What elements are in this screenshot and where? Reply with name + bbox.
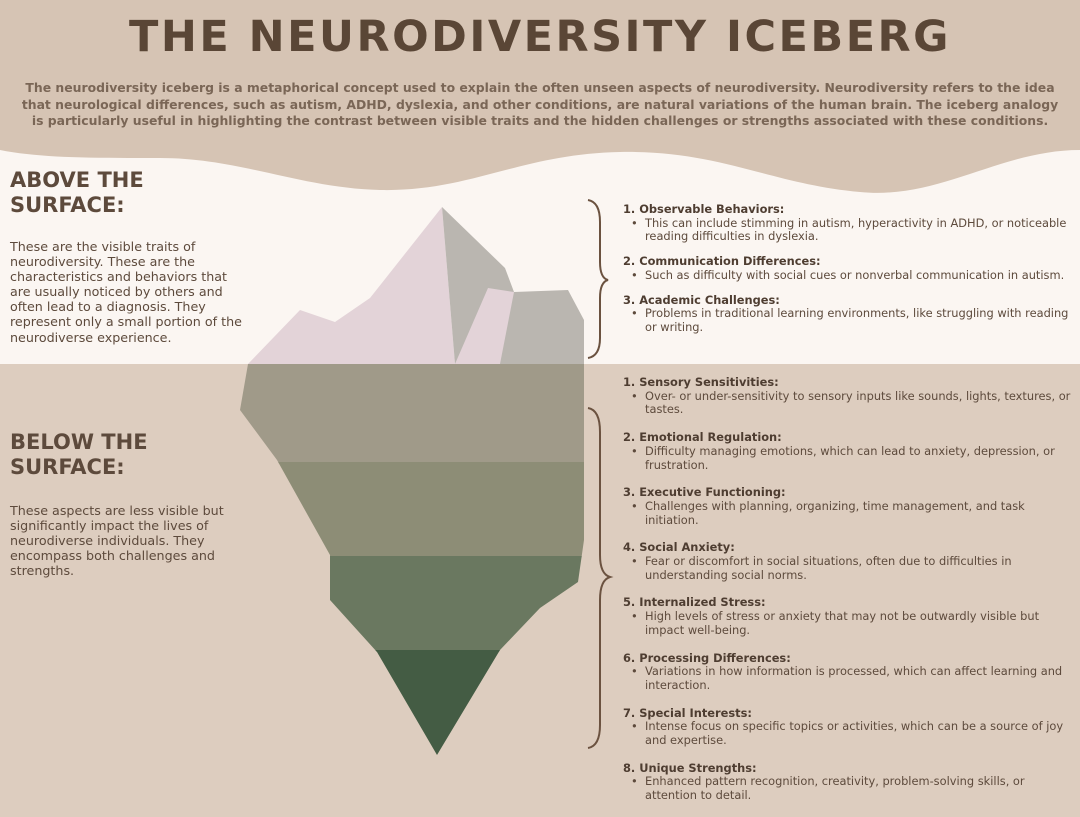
item-description: Intense focus on specific topics or acti… [623, 719, 1078, 747]
list-item: 4. Social Anxiety: Fear or discomfort in… [623, 541, 1078, 582]
list-item: 2. Emotional Regulation: Difficulty mana… [623, 430, 1078, 472]
below-list-brace [587, 407, 614, 749]
below-heading: BELOW THE SURFACE: [10, 430, 148, 479]
item-title: 6. Processing Differences: [623, 650, 791, 665]
item-title: 3. Academic Challenges: [623, 292, 780, 307]
item-title: 1. Sensory Sensitivities: [623, 375, 779, 389]
header-wave [0, 0, 1080, 193]
item-description: High levels of stress or anxiety that ma… [623, 609, 1078, 637]
item-description: Problems in traditional learning environ… [623, 306, 1078, 334]
iceberg-band-1 [240, 364, 584, 464]
list-item: 3. Executive Functioning: Challenges wit… [623, 486, 1078, 527]
item-description: Over- or under-sensitivity to sensory in… [623, 389, 1078, 417]
list-item: 1. Observable Behaviors: This can includ… [623, 202, 1078, 244]
item-title: 5. Internalized Stress: [623, 595, 766, 610]
item-description: Difficulty managing emotions, which can … [623, 444, 1078, 472]
below-list: 1. Sensory Sensitivities: Over- or under… [623, 375, 1078, 817]
item-title: 2. Emotional Regulation: [623, 430, 782, 445]
item-description: This can include stimming in autism, hyp… [623, 216, 1078, 244]
above-heading: ABOVE THE SURFACE: [10, 168, 144, 217]
item-title: 8. Unique Strengths: [623, 760, 757, 775]
item-description: Such as difficulty with social cues or n… [623, 268, 1078, 283]
list-item: 3. Academic Challenges: Problems in trad… [623, 292, 1078, 335]
above-heading-line2: SURFACE: [10, 192, 125, 217]
item-title: 1. Observable Behaviors: [623, 202, 785, 216]
list-item: 7. Special Interests: Intense focus on s… [623, 705, 1078, 748]
above-heading-line1: ABOVE THE [10, 168, 144, 192]
item-title: 3. Executive Functioning: [623, 485, 786, 500]
list-item: 5. Internalized Stress: High levels of s… [623, 596, 1078, 637]
page-title: THE NEURODIVERSITY ICEBERG [129, 12, 951, 62]
item-description: Challenges with planning, organizing, ti… [623, 499, 1078, 527]
list-item: 6. Processing Differences: Variations in… [623, 650, 1078, 693]
item-title: 7. Special Interests: [623, 705, 752, 720]
above-list: 1. Observable Behaviors: This can includ… [623, 202, 1078, 346]
item-description: Fear or discomfort in social situations,… [623, 554, 1078, 582]
above-list-brace [587, 199, 609, 359]
list-item: 1. Sensory Sensitivities: Over- or under… [623, 375, 1078, 417]
iceberg-tip-shadow [442, 207, 514, 364]
below-description: These aspects are less visible but signi… [10, 503, 224, 579]
iceberg-right-peak-light [455, 288, 514, 364]
below-heading-line2: SURFACE: [10, 454, 125, 479]
intro-paragraph: The neurodiversity iceberg is a metaphor… [21, 80, 1059, 128]
below-heading-line1: BELOW THE [10, 430, 148, 454]
item-title: 2. Communication Differences: [623, 254, 821, 269]
list-item: 2. Communication Differences: Such as di… [623, 254, 1078, 283]
item-title: 4. Social Anxiety: [623, 540, 735, 555]
iceberg-tip-light [248, 207, 455, 364]
list-item: 8. Unique Strengths: Enhanced pattern re… [623, 760, 1078, 803]
item-description: Variations in how information is process… [623, 664, 1078, 692]
item-description: Enhanced pattern recognition, creativity… [623, 775, 1078, 803]
above-description: These are the visible traits of neurodiv… [10, 239, 242, 345]
